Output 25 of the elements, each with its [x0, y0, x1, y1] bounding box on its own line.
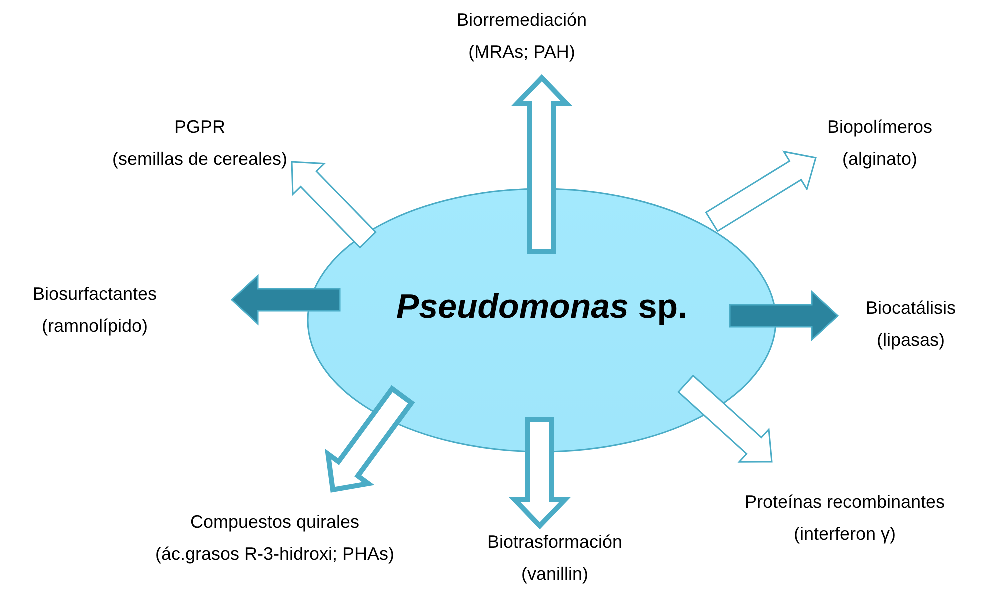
- application-label: Biopolímeros: [826, 116, 934, 139]
- example-label: (vanillin): [520, 563, 590, 586]
- application-label: PGPR: [173, 116, 226, 139]
- example-label: (ramnolípido): [40, 315, 150, 338]
- example-label: (alginato): [841, 148, 919, 171]
- example-label: (semillas de cereales): [111, 148, 289, 171]
- block-arrow: [230, 274, 341, 326]
- application-label: Biotrasformación: [486, 531, 624, 554]
- block-arrow: [509, 418, 571, 530]
- application-label: Biocatálisis: [864, 297, 958, 320]
- block-arrow: [729, 290, 840, 342]
- example-label: (lipasas): [876, 329, 946, 352]
- block-arrow: [678, 374, 773, 463]
- application-label: Compuestos quirales: [189, 511, 361, 534]
- example-label: (ác.grasos R-3-hidroxi; PHAs): [154, 543, 396, 566]
- example-label: (MRAs; PAH): [468, 41, 576, 64]
- center-title: Pseudomonas sp.: [396, 288, 688, 327]
- block-arrow: [291, 161, 377, 249]
- application-label: Proteínas recombinantes: [744, 491, 946, 514]
- block-arrow: [511, 74, 573, 254]
- application-label: Biorremediación: [456, 9, 588, 32]
- block-arrow: [705, 150, 817, 232]
- block-arrow: [324, 385, 416, 493]
- application-label: Biosurfactantes: [32, 283, 158, 306]
- example-label: (interferon γ): [792, 523, 898, 546]
